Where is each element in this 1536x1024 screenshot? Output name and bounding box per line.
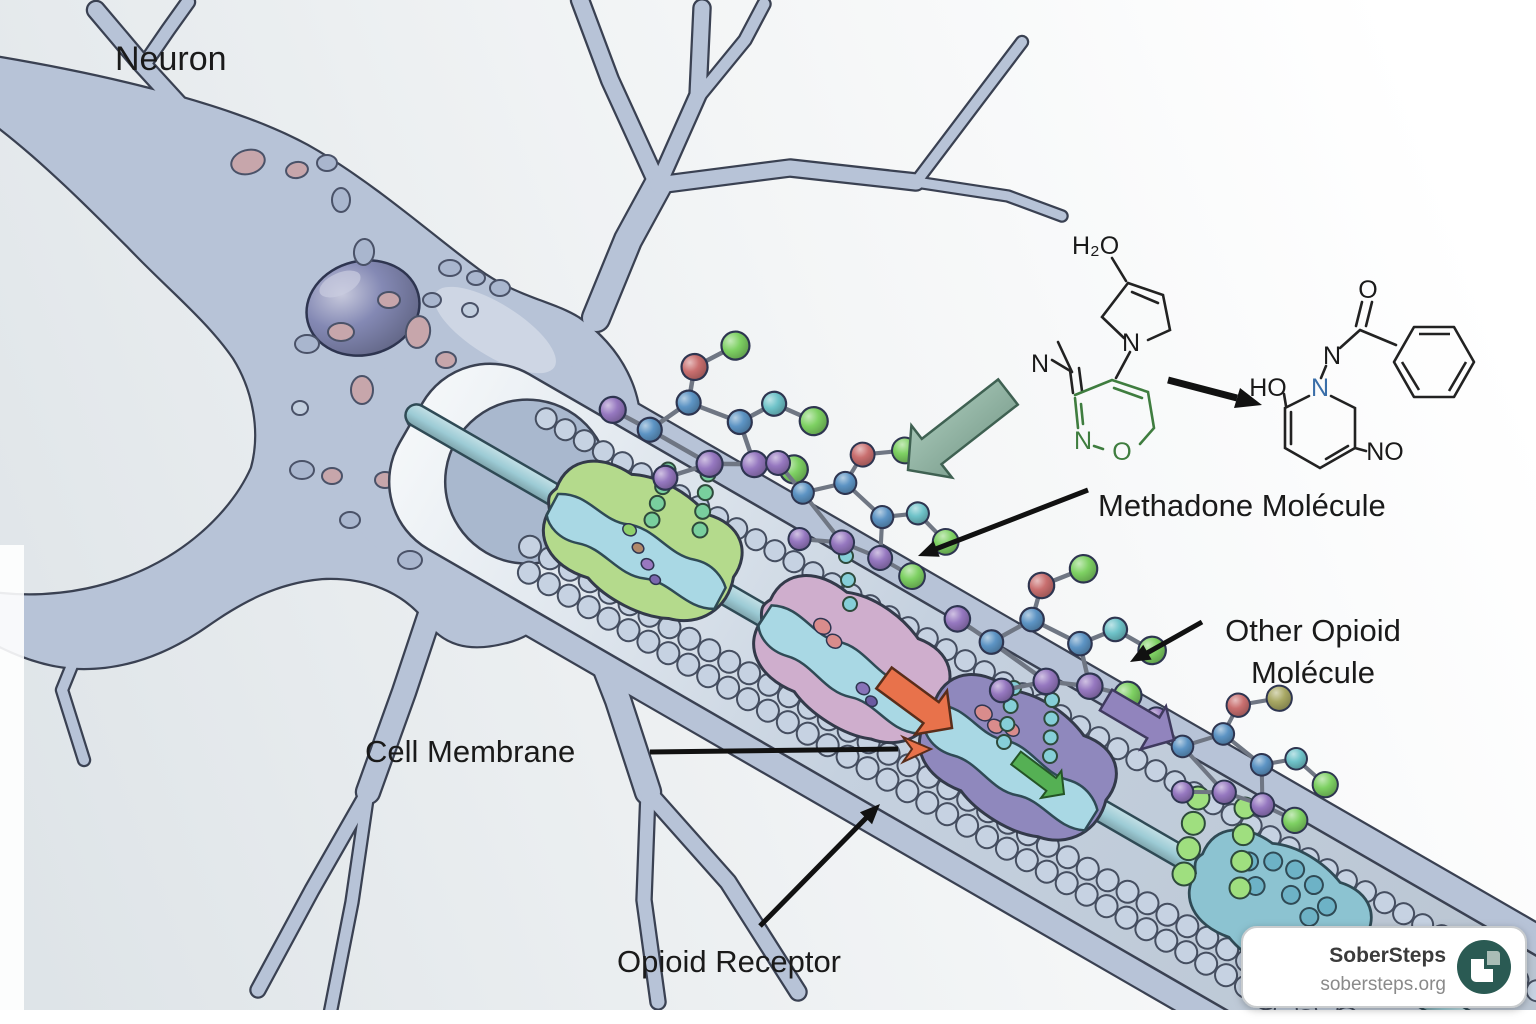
opioid-blocked-arrow — [1098, 687, 1176, 752]
signal-flow-arrow — [874, 665, 954, 737]
cell-membrane-label-line — [649, 746, 899, 755]
chem-label-no: NO — [1366, 438, 1404, 466]
label-other-opioid-line2: Molécule — [1251, 655, 1375, 690]
brand-name: SoberSteps — [1329, 944, 1446, 967]
metabolite-bonds — [1282, 300, 1398, 408]
methadone-label-arrowhead — [918, 540, 940, 557]
label-opioid-receptor: Opioid Receptor — [617, 944, 841, 979]
chem-label-n-pyrrole: N — [1122, 329, 1140, 357]
flow-arrows — [874, 377, 1176, 800]
logo-step-front — [1471, 959, 1493, 982]
label-cell-membrane: Cell Membrane — [365, 734, 575, 769]
sobersteps-card: SoberSteps sobersteps.org — [1241, 926, 1527, 1008]
chemical-structures: H₂O N N N O O N N HO NO — [1031, 232, 1476, 470]
chemical-structure-metabolite: O N N HO NO — [1249, 276, 1476, 470]
label-methadone-molecule: Methadone Molécule — [1098, 488, 1386, 523]
chem-label-n-amine: N — [1031, 350, 1049, 378]
bottom-margin — [0, 1010, 1536, 1024]
reaction-arrow-head — [1234, 388, 1262, 408]
other-opioid-label-arrowhead — [1130, 644, 1152, 662]
benzene-ring — [1392, 325, 1476, 399]
other-opioid-label-arrow — [1138, 619, 1204, 660]
labels: Neuron Methadone Molécule Other Opioid M… — [115, 40, 1401, 979]
methadone-bonds — [1050, 256, 1172, 395]
chem-label-o-ring: O — [1112, 438, 1131, 466]
chem-label-n-ring: N — [1074, 427, 1092, 455]
label-other-opioid-line1: Other Opioid — [1225, 613, 1401, 648]
chem-label-n-imine: N — [1323, 342, 1341, 370]
pointer-arrows — [649, 487, 1204, 928]
opioid-receptor-label-arrow — [758, 810, 874, 928]
reaction-arrow — [1167, 376, 1262, 408]
chem-label-n-pyridine: N — [1311, 374, 1329, 402]
opioid-receptor-green — [541, 459, 744, 623]
label-neuron: Neuron — [115, 40, 227, 78]
opioid-receptor-label-arrowhead — [859, 804, 880, 825]
molecule-models — [598, 330, 1339, 834]
brand-url: sobersteps.org — [1320, 974, 1446, 995]
logo-step-back — [1487, 951, 1500, 965]
receptor-activation-arrow — [1009, 750, 1066, 800]
metabolite-ring-bonds — [1283, 394, 1368, 470]
card-background — [1241, 926, 1527, 1008]
chemical-structure-methadone: H₂O N N N O — [1031, 232, 1172, 466]
cell-membrane-pointer-tip — [899, 734, 934, 765]
methadone-label-arrow — [927, 487, 1089, 555]
left-margin — [0, 545, 24, 1010]
reaction-arrow-shaft — [1167, 376, 1238, 402]
chem-label-ho: HO — [1249, 374, 1287, 402]
sobersteps-logo-icon — [1457, 940, 1511, 994]
methadone-entry-arrow — [906, 377, 1020, 480]
methadone-molecule-model-3 — [943, 553, 1167, 711]
methadone-ring-bonds — [1073, 378, 1156, 451]
chem-label-o-carbonyl: O — [1358, 276, 1377, 304]
methadone-molecule-model-1 — [598, 330, 829, 491]
chem-label-h2o: H₂O — [1072, 232, 1119, 260]
